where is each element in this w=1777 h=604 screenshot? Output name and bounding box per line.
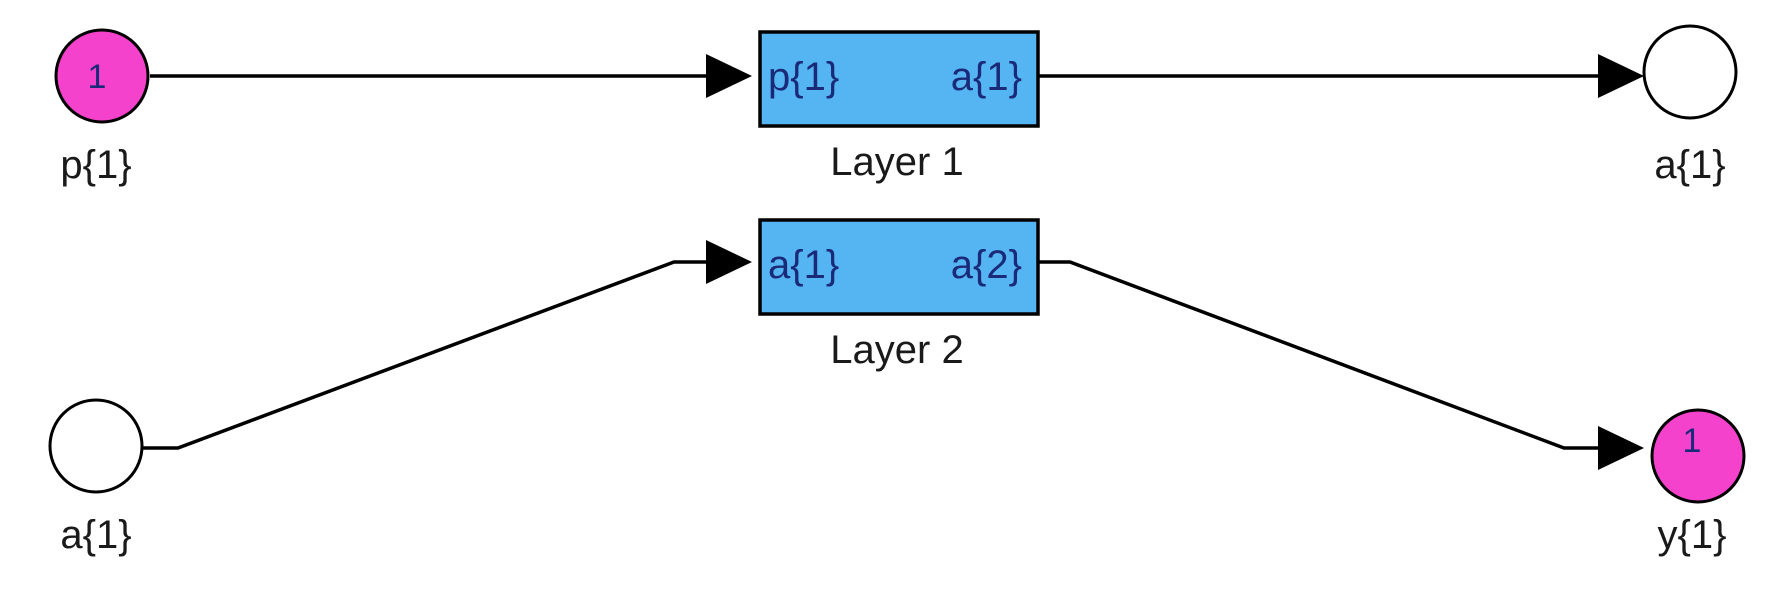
arrowhead-y1-output — [1598, 426, 1644, 470]
input-p1[interactable]: 1 p{1} — [54, 28, 150, 187]
layer2-box[interactable] — [758, 218, 1040, 316]
layer1-output-port: a{1} — [951, 55, 1022, 99]
input-p1-label: p{1} — [60, 143, 131, 187]
connectors — [142, 74, 1600, 450]
input-p1-circle[interactable] — [54, 28, 150, 124]
output-y1-number: 1 — [1683, 422, 1702, 460]
layer2-input-port: a{1} — [768, 243, 839, 287]
input-p1-number: 1 — [88, 58, 107, 96]
input-a1[interactable]: a{1} — [48, 398, 144, 557]
layer2-output-port: a{2} — [951, 243, 1022, 287]
arrowhead-layer2-input — [706, 240, 752, 284]
layer1-label: Layer 1 — [830, 140, 963, 184]
output-a1-circle[interactable] — [1642, 24, 1738, 120]
input-a1-label: a{1} — [60, 513, 131, 557]
output-y1-label: y{1} — [1658, 513, 1727, 557]
layer1-input-port: p{1} — [768, 55, 839, 99]
output-a1-label: a{1} — [1654, 143, 1725, 187]
connector-layer2-to-y1 — [1035, 260, 1600, 450]
layer1-box[interactable] — [758, 30, 1040, 128]
arrowhead-layer1-input — [706, 54, 752, 98]
input-a1-circle[interactable] — [48, 398, 144, 494]
layer2-label: Layer 2 — [830, 328, 963, 372]
connector-a1-to-layer2 — [142, 260, 708, 450]
output-y1-circle[interactable] — [1650, 408, 1746, 504]
output-a1[interactable]: a{1} — [1642, 24, 1738, 187]
arrowhead-a1-output — [1598, 54, 1644, 98]
layer2-block[interactable]: a{1} a{2} Layer 2 — [758, 218, 1040, 372]
arrowheads — [706, 54, 1644, 470]
layer1-block[interactable]: p{1} a{1} Layer 1 — [758, 30, 1040, 184]
output-y1[interactable]: 1 y{1} — [1650, 408, 1746, 557]
